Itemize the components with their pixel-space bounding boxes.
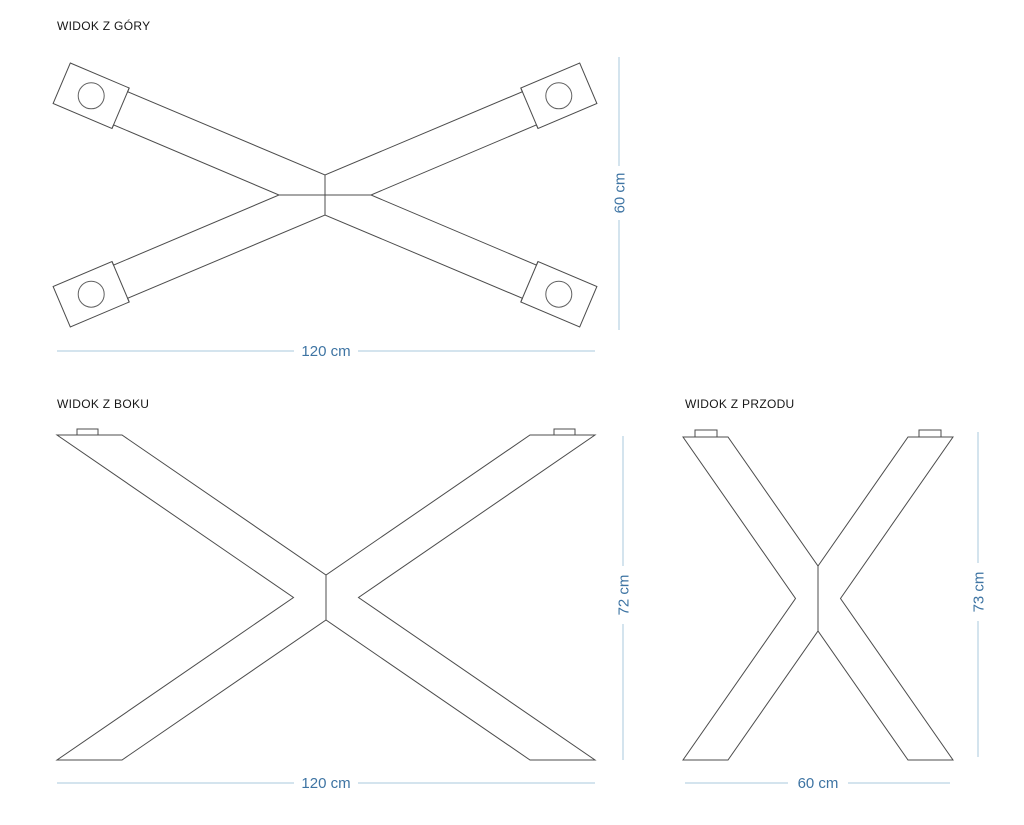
top-view-width-label: 120 cm (301, 343, 350, 360)
top-view-plate-seam-lower-right (520, 261, 539, 303)
front-view-height-label: 73 cm (970, 572, 987, 613)
front-view-drawing: 60 cm 73 cm (682, 429, 987, 792)
top-view-depth-label: 60 cm (611, 173, 628, 214)
top-view-title: WIDOK Z GÓRY (57, 19, 151, 33)
side-view-drawing: 120 cm 72 cm (55, 428, 632, 792)
side-view-width-dimension: 120 cm (57, 775, 595, 792)
top-view-plate-seam-lower-left (111, 261, 130, 303)
top-view-width-dimension: 120 cm (57, 343, 595, 360)
side-view-title: WIDOK Z BOKU (57, 397, 150, 411)
front-view-width-label: 60 cm (798, 775, 839, 792)
bolt-hole-lower-left (77, 280, 105, 308)
side-view-height-label: 72 cm (615, 575, 632, 616)
top-view-drawing: 120 cm 60 cm (52, 57, 628, 360)
front-view-height-dimension: 73 cm (970, 432, 987, 757)
side-view-height-dimension: 72 cm (615, 436, 632, 760)
bolt-hole-upper-right (545, 82, 573, 110)
top-view-depth-dimension: 60 cm (611, 57, 628, 330)
top-view-plate-seam-upper-left (111, 87, 130, 129)
front-view-mounting-tab-left (694, 429, 718, 438)
side-view-width-label: 120 cm (301, 775, 350, 792)
front-view-title: WIDOK Z PRZODU (685, 397, 795, 411)
front-view-width-dimension: 60 cm (685, 775, 950, 792)
bolt-hole-lower-right (545, 280, 573, 308)
side-view-mounting-tab-left (76, 428, 99, 436)
bolt-hole-upper-left (77, 82, 105, 110)
front-view-mounting-tab-right (918, 429, 942, 438)
top-view-plate-seam-upper-right (520, 87, 539, 129)
side-view-mounting-tab-right (553, 428, 576, 436)
